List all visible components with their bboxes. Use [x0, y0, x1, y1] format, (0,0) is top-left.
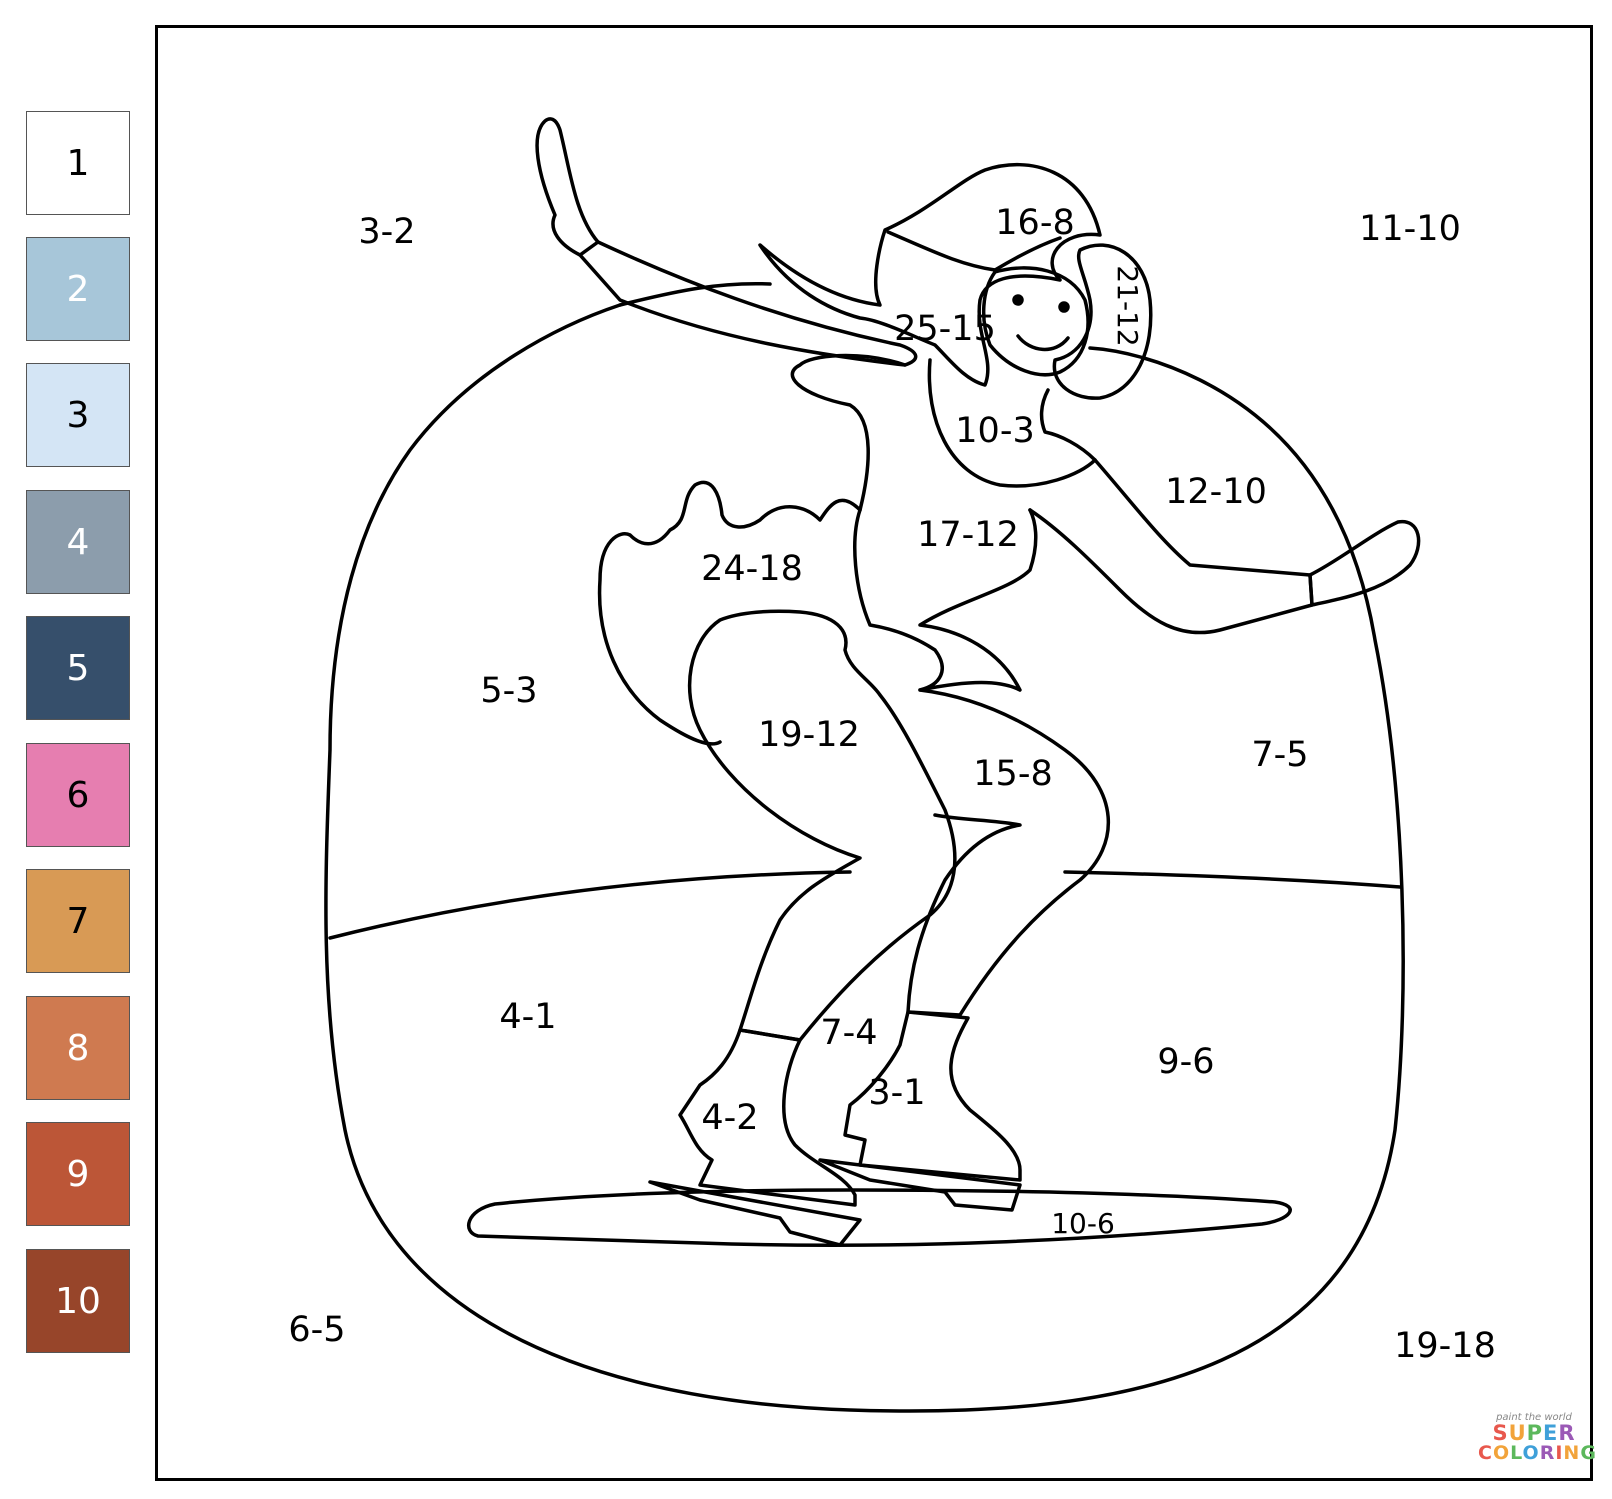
legend-swatch-3[interactable]: 3 [26, 363, 130, 467]
legend-number: 3 [66, 394, 90, 436]
legend-swatch-7[interactable]: 7 [26, 869, 130, 973]
legend-swatch-1[interactable]: 1 [26, 111, 130, 215]
label-ice-left: 4-1 [499, 997, 556, 1037]
legend-swatch-4[interactable]: 4 [26, 490, 130, 594]
skater-left-arm-sleeve [578, 240, 918, 367]
rink-top-edge [618, 281, 772, 307]
label-hair-back: 25-15 [894, 309, 996, 349]
super-coloring-logo: paint the world SUPER COLORING [1478, 1412, 1597, 1464]
skater-eye-left [1012, 294, 1024, 306]
legend-swatch-5[interactable]: 5 [26, 616, 130, 720]
skater-neck[interactable] [927, 358, 1097, 488]
label-torso: 17-12 [917, 515, 1019, 555]
skater-torso[interactable] [790, 353, 1038, 692]
legend-swatch-10[interactable]: 10 [26, 1249, 130, 1353]
skater-front-leg[interactable] [906, 688, 1110, 1017]
legend-number: 10 [55, 1280, 101, 1322]
front-skate-blade [818, 1158, 1022, 1212]
legend-number: 1 [66, 142, 90, 184]
legend-swatch-2[interactable]: 2 [26, 237, 130, 341]
legend-number: 5 [66, 647, 90, 689]
skater-earmuff[interactable] [1052, 243, 1153, 400]
legend-swatch-6[interactable]: 6 [26, 743, 130, 847]
skater-face[interactable] [981, 266, 1090, 377]
label-ice-right: 9-6 [1157, 1042, 1214, 1082]
label-skirt: 24-18 [701, 549, 803, 589]
label-wall-right: 7-5 [1251, 735, 1308, 775]
skater-front-skate[interactable] [843, 1010, 1022, 1182]
legend-number: 9 [66, 1153, 90, 1195]
legend-number: 6 [66, 774, 90, 816]
skater-skirt[interactable] [597, 480, 862, 746]
legend-number: 7 [66, 900, 90, 942]
skater-eye-right [1058, 301, 1070, 313]
skater-back-leg[interactable] [687, 609, 957, 1042]
skater-left-arm[interactable] [535, 117, 600, 257]
skater-hair[interactable] [758, 162, 1102, 387]
legend-number: 4 [66, 521, 90, 563]
label-leg-back: 19-12 [758, 715, 860, 755]
label-bg-top-right: 11-10 [1359, 209, 1461, 249]
logo-word-coloring: COLORING [1478, 1442, 1597, 1464]
label-skate-back: 4-2 [701, 1098, 758, 1138]
skater-hair-bang [886, 230, 1062, 272]
logo-tagline: paint the world [1496, 1412, 1572, 1423]
coloring-canvas-frame [155, 25, 1593, 1481]
skater-right-arm[interactable] [1028, 458, 1314, 635]
horizon-line-right [1063, 870, 1402, 889]
legend-swatch-8[interactable]: 8 [26, 996, 130, 1100]
label-skate-front: 3-1 [868, 1073, 925, 1113]
label-wall-left: 5-3 [480, 671, 537, 711]
rink-outline[interactable] [324, 303, 1405, 1413]
back-skate-blade [648, 1180, 862, 1247]
legend-number: 8 [66, 1027, 90, 1069]
label-arm-right: 12-10 [1165, 472, 1267, 512]
legend-number: 2 [66, 268, 90, 310]
label-bg-bottom-right: 19-18 [1394, 1326, 1496, 1366]
region-labels: 3-2 16-8 11-10 21-12 25-15 10-3 12-10 17… [288, 203, 1495, 1366]
label-shadow: 10-6 [1051, 1207, 1115, 1240]
label-earmuff: 21-12 [1111, 265, 1144, 346]
label-hair-top: 16-8 [995, 203, 1074, 243]
label-bg-bottom-left: 6-5 [288, 1310, 345, 1350]
label-leg-front: 15-8 [973, 754, 1052, 794]
label-ice-mid: 7-4 [820, 1013, 877, 1053]
legend-swatch-9[interactable]: 9 [26, 1122, 130, 1226]
label-bg-top-left: 3-2 [358, 212, 415, 252]
skater-back-skate[interactable] [678, 1028, 857, 1207]
skater-right-glove[interactable] [1308, 520, 1421, 607]
skater-smile [1016, 334, 1070, 352]
horizon-line [328, 870, 852, 940]
label-face-neck: 10-3 [955, 411, 1034, 451]
ice-shadow[interactable] [467, 1188, 1292, 1248]
logo-word-super: SUPER [1492, 1421, 1576, 1445]
